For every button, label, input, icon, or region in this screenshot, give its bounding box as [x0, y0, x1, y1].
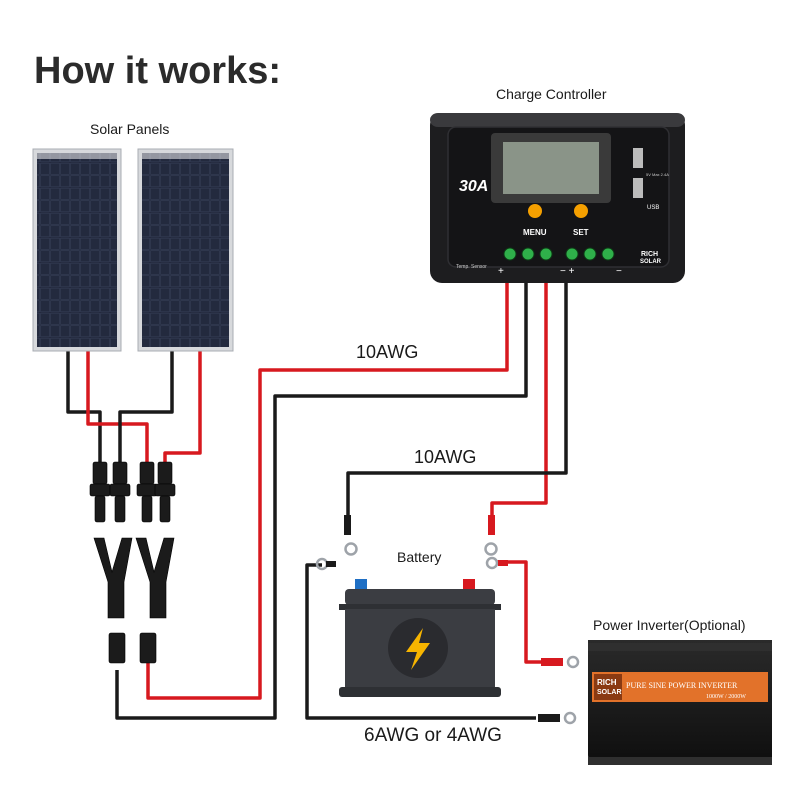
battery	[339, 579, 501, 697]
pv-positive-wire	[146, 272, 509, 700]
battery-positive-wire	[490, 272, 548, 528]
usb-port-1	[633, 148, 643, 168]
svg-text:− +: − +	[560, 266, 575, 277]
bolt-icon	[406, 628, 430, 670]
controller-rating: 30A	[459, 178, 488, 195]
svg-text:+: +	[498, 266, 504, 277]
usb-spec: 5V Max 2.4A	[646, 172, 669, 177]
charge-controller: + − + − 30A MENU SET 5V Max 2.4A USB Tem…	[430, 113, 685, 283]
usb-port-2	[633, 178, 643, 198]
controller-terminals: + − + −	[498, 247, 622, 277]
inverter-model: PURE SINE POWER INVERTER	[626, 681, 738, 690]
solar-panel-2	[137, 148, 234, 352]
set-label: SET	[573, 228, 589, 237]
inverter-brand-1: RICH	[597, 678, 617, 687]
inverter-wire-gauge-label: 6AWG or 4AWG	[364, 725, 502, 746]
battery-positive-post	[463, 579, 475, 591]
panel1-positive-lead	[86, 350, 149, 462]
wires	[66, 272, 568, 720]
menu-button[interactable]	[528, 204, 542, 218]
pv-wire-gauge-label: 10AWG	[356, 342, 419, 362]
usb-label: USB	[647, 205, 659, 211]
battery-negative-wire	[346, 272, 568, 525]
panel2-positive-lead	[163, 350, 202, 462]
battery-negative-post	[355, 579, 367, 591]
charge-controller-label: Charge Controller	[496, 86, 607, 102]
power-inverter: RICH SOLAR PURE SINE POWER INVERTER 1000…	[588, 640, 772, 765]
temp-sensor-label: Temp. Sensor	[456, 264, 487, 270]
mc4-connectors	[89, 461, 176, 664]
inverter-brand-2: SOLAR	[597, 689, 622, 696]
solar-panels-label: Solar Panels	[90, 121, 170, 137]
inverter-label: Power Inverter(Optional)	[593, 617, 746, 633]
set-button[interactable]	[574, 204, 588, 218]
panel1-negative-lead	[66, 350, 102, 462]
solar-panel-1	[32, 148, 122, 352]
controller-brand-2: SOLAR	[640, 259, 662, 265]
ring-terminals	[315, 515, 580, 725]
inverter-rating: 1000W / 2000W	[706, 694, 746, 700]
controller-brand-1: RICH	[641, 251, 658, 258]
pv-negative-wire	[115, 272, 528, 720]
battery-label: Battery	[397, 549, 442, 565]
menu-label: MENU	[523, 228, 547, 237]
battery-wire-gauge-label: 10AWG	[414, 447, 477, 467]
inverter-positive-wire	[496, 560, 562, 664]
page-title: How it works:	[34, 50, 282, 92]
panel2-negative-lead	[118, 350, 174, 462]
svg-text:−: −	[616, 266, 622, 277]
inverter-negative-wire	[305, 563, 536, 720]
